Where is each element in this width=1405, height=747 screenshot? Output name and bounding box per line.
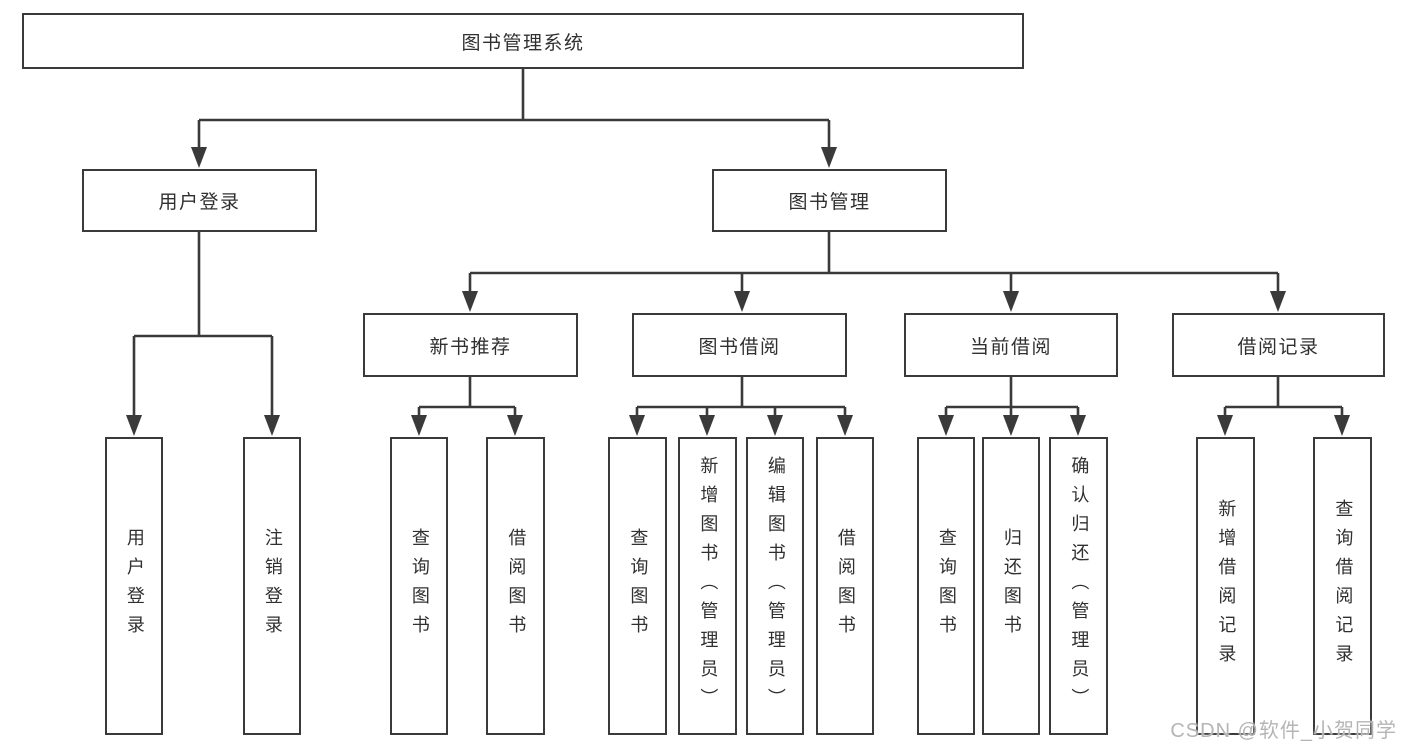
leaf-label: 借阅图书 (506, 528, 527, 644)
leaf-label: 用户登录 (124, 528, 145, 644)
arrowhead (734, 291, 750, 312)
leaf-label: 编辑图书（管理员） (765, 455, 786, 717)
leaf-query-borrow-record: 查询借阅记录 (1313, 437, 1372, 735)
node-book-borrow: 图书借阅 (632, 313, 847, 377)
arrowhead (411, 415, 427, 436)
arrowhead (629, 415, 645, 436)
arrowhead (699, 415, 715, 436)
arrowhead (1270, 291, 1286, 312)
leaf-label: 查询图书 (936, 528, 957, 644)
arrowhead (126, 415, 142, 436)
leaf-logout: 注销登录 (243, 437, 301, 735)
arrowhead (191, 147, 207, 168)
arrowhead (264, 415, 280, 436)
arrowhead (1003, 415, 1019, 436)
leaf-label: 查询图书 (628, 528, 649, 644)
leaf-confirm-return-admin: 确认归还（管理员） (1049, 437, 1108, 735)
arrowhead (462, 291, 478, 312)
node-current-borrow: 当前借阅 (904, 313, 1118, 377)
node-book-management: 图书管理 (712, 169, 947, 232)
node-borrow-records: 借阅记录 (1172, 313, 1385, 377)
arrowhead (1334, 415, 1350, 436)
leaf-add-book-admin: 新增图书（管理员） (678, 437, 737, 735)
leaf-edit-book-admin: 编辑图书（管理员） (746, 437, 804, 735)
arrowhead (507, 415, 523, 436)
leaf-user-login: 用户登录 (105, 437, 163, 735)
leaf-label: 注销登录 (262, 528, 283, 644)
arrowhead (837, 415, 853, 436)
arrowhead (767, 415, 783, 436)
leaf-query-books-recommend: 查询图书 (390, 437, 448, 735)
leaf-label: 归还图书 (1001, 528, 1022, 644)
node-system-root: 图书管理系统 (22, 13, 1024, 69)
leaf-label: 新增借阅记录 (1216, 499, 1237, 673)
leaf-add-borrow-record: 新增借阅记录 (1196, 437, 1255, 735)
arrowhead (821, 147, 837, 168)
node-user-login: 用户登录 (82, 169, 317, 232)
leaf-return-book: 归还图书 (982, 437, 1040, 735)
leaf-query-books-current: 查询图书 (917, 437, 975, 735)
arrowhead (1217, 415, 1233, 436)
leaf-label: 确认归还（管理员） (1069, 455, 1090, 717)
leaf-label: 借阅图书 (835, 528, 856, 644)
leaf-label: 查询图书 (409, 528, 430, 644)
arrowhead (1003, 291, 1019, 312)
arrowhead (938, 415, 954, 436)
leaf-borrow-books-recommend: 借阅图书 (486, 437, 545, 735)
leaf-borrow-books-borrow: 借阅图书 (816, 437, 874, 735)
leaf-label: 新增图书（管理员） (698, 455, 719, 717)
arrowhead (1070, 415, 1086, 436)
node-new-book-recommend: 新书推荐 (363, 313, 578, 377)
leaf-query-books-borrow: 查询图书 (608, 437, 667, 735)
leaf-label: 查询借阅记录 (1333, 499, 1354, 673)
watermark: CSDN @软件_小贺同学 (1170, 720, 1397, 742)
